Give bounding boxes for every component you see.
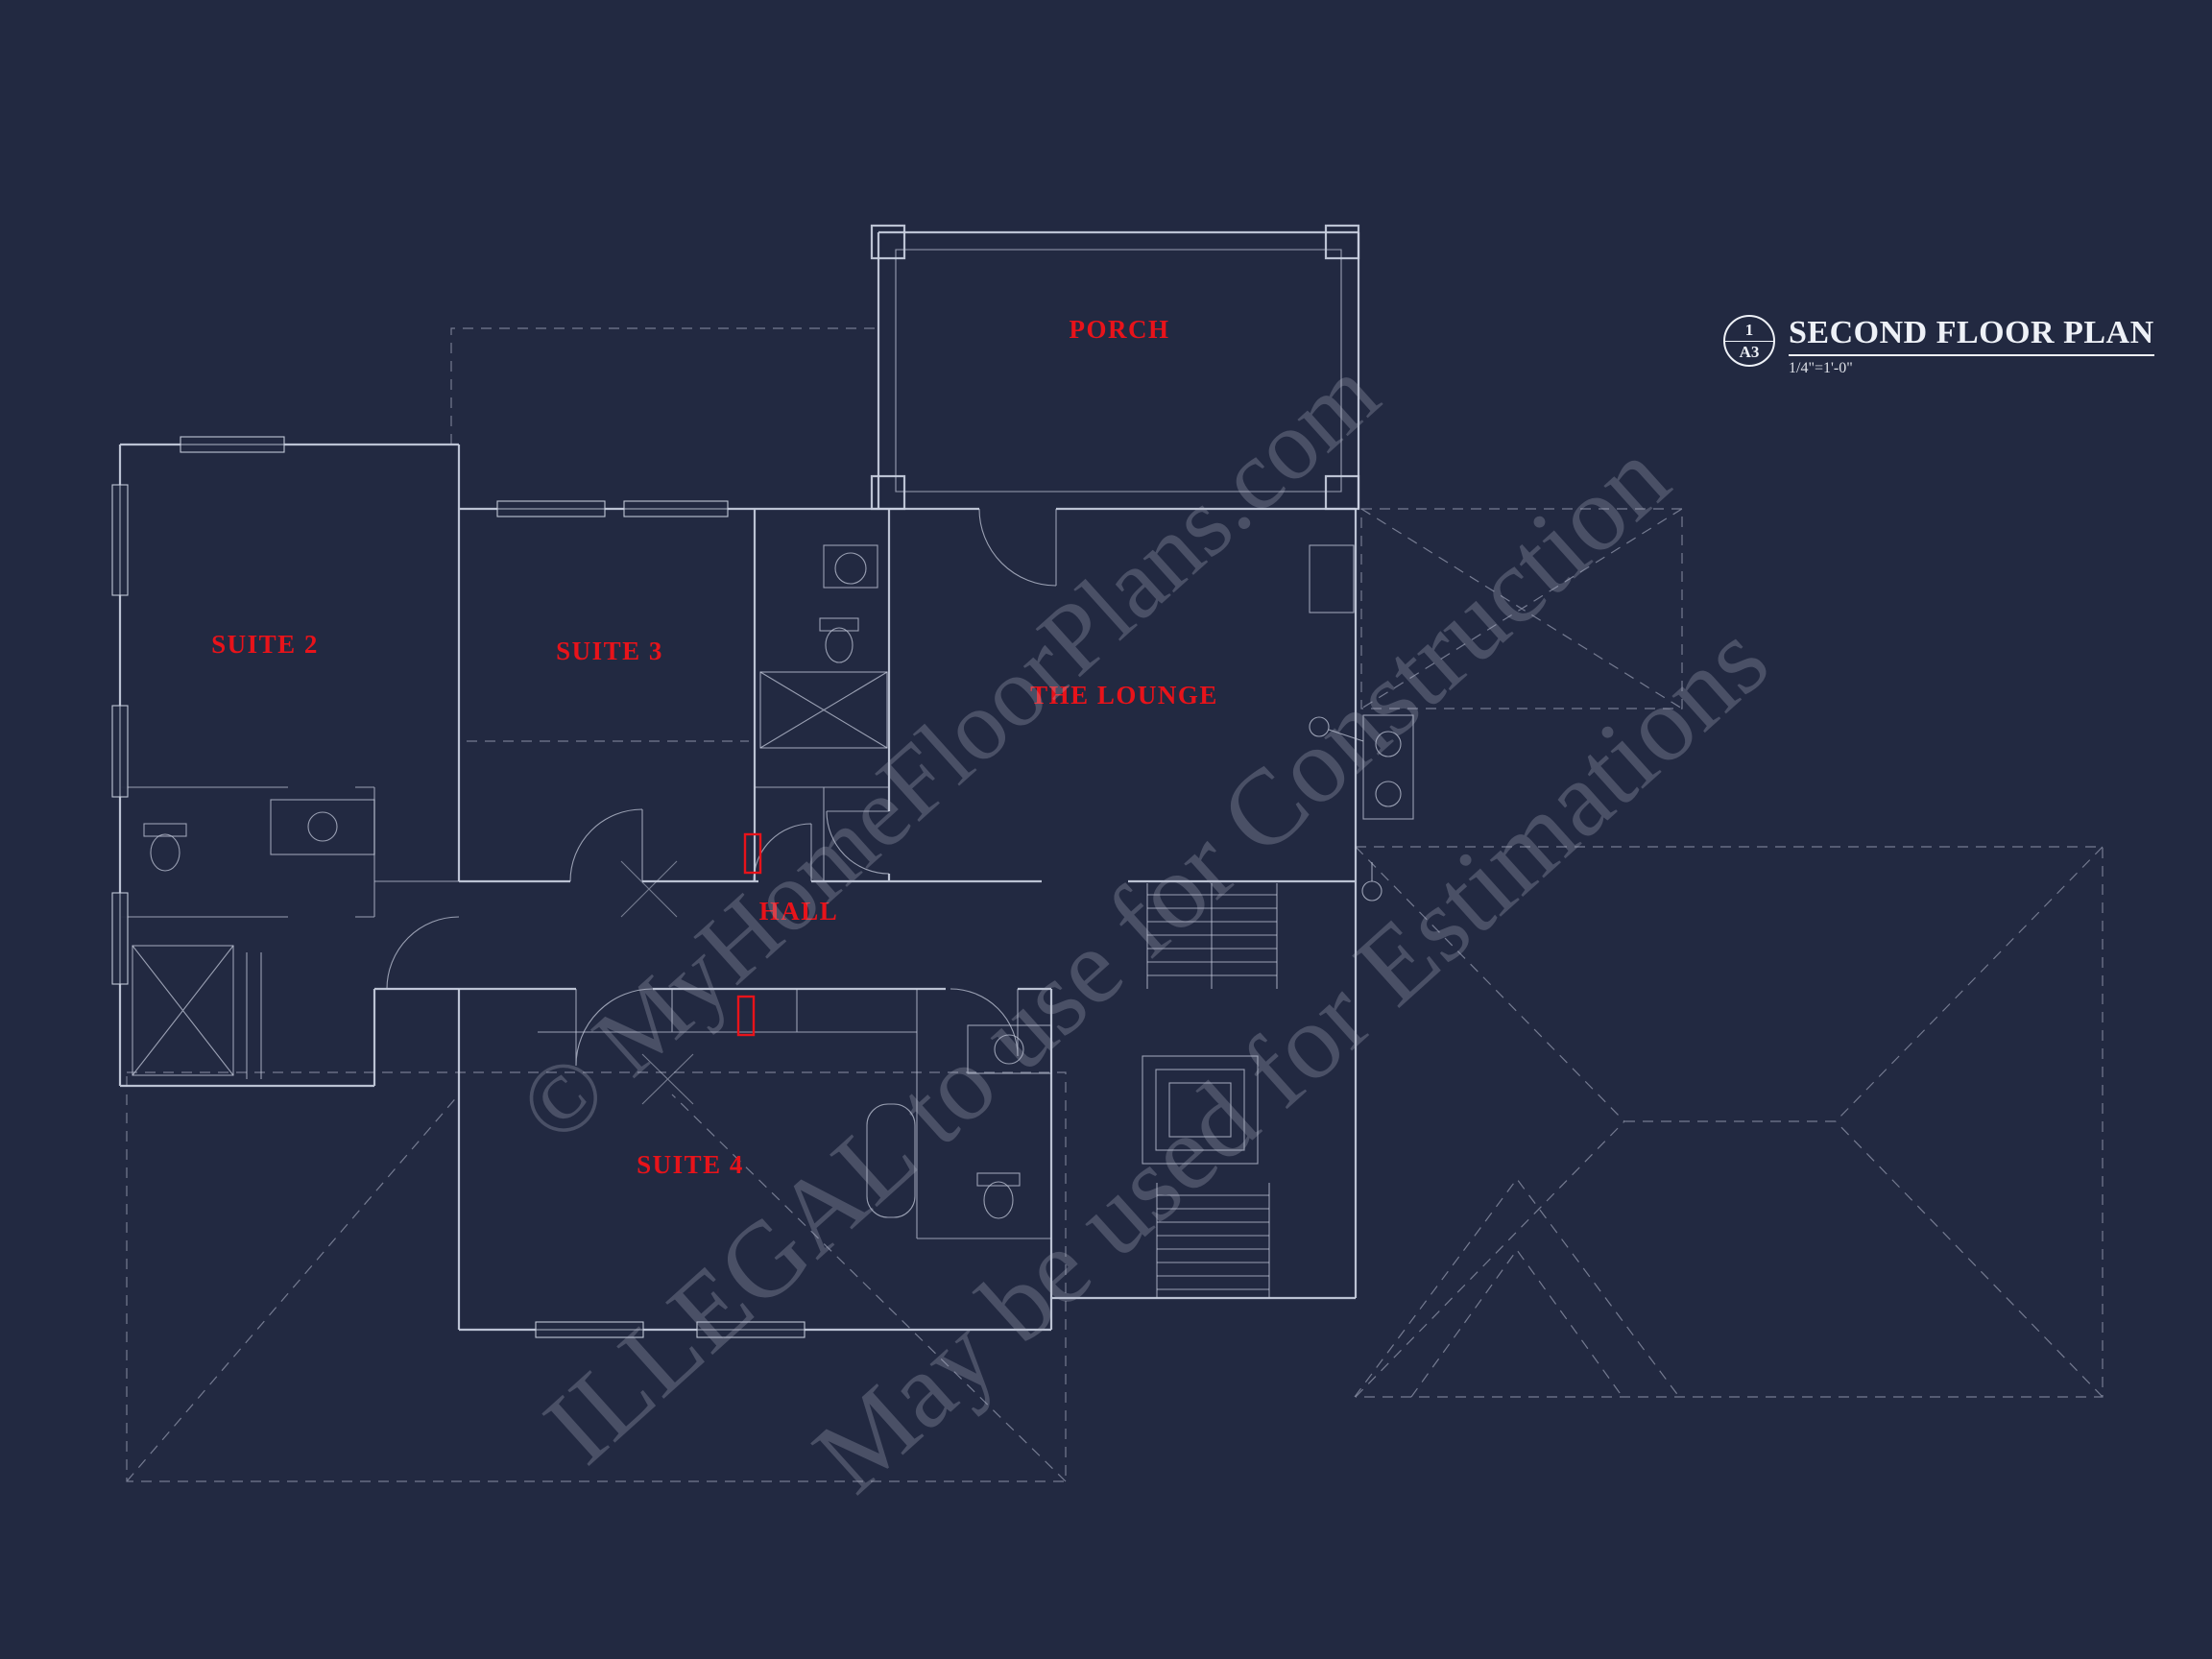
detail-reference-bubble: 1 A3 (1723, 315, 1775, 367)
partitions (120, 544, 1355, 1239)
electrical-symbols (1309, 714, 1414, 902)
drawing-scale: 1/4"=1'-0" (1789, 360, 1853, 376)
room-label-the-lounge: THE LOUNGE (1030, 681, 1218, 709)
room-labels: PORCH SUITE 2 SUITE 3 THE LOUNGE HALL SU… (211, 315, 1218, 1179)
room-label-suite-3: SUITE 3 (556, 637, 663, 665)
fixtures (132, 544, 1052, 1219)
door-swings (386, 508, 1057, 1105)
detail-number: 1 (1725, 321, 1773, 342)
windows (111, 436, 805, 1338)
stairs (1142, 883, 1278, 1298)
room-label-porch: PORCH (1070, 315, 1170, 344)
drawing-title: SECOND FLOOR PLAN (1789, 315, 2154, 356)
title-block: 1 A3 SECOND FLOOR PLAN 1/4"=1'-0" (1723, 315, 2154, 377)
red-door-tags (736, 832, 762, 1037)
room-label-hall: HALL (759, 897, 839, 926)
roof-outlines (126, 327, 2104, 1482)
sheet-reference: A3 (1739, 342, 1760, 361)
room-label-suite-2: SUITE 2 (211, 630, 319, 659)
room-label-suite-4: SUITE 4 (637, 1150, 744, 1179)
